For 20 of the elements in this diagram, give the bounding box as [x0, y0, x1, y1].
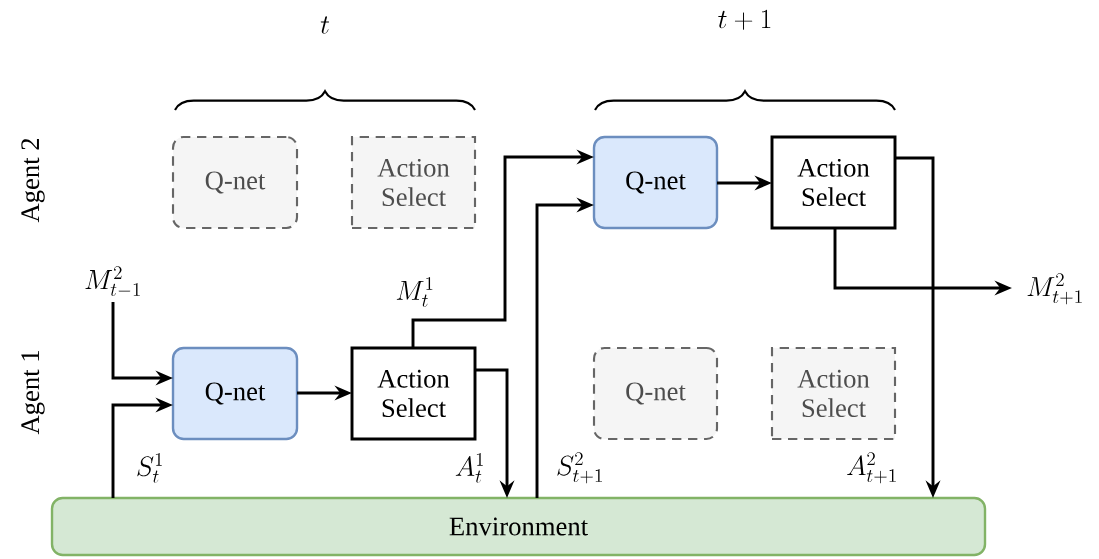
process-box: Q-net [592, 135, 719, 230]
process-box: Q-net [171, 346, 299, 441]
environment-box: Environment [50, 496, 987, 557]
edge-label: $A_t^1$ [453, 452, 487, 484]
edge-label: $A_{t+1}^2$ [844, 451, 900, 485]
agent-label: Agent 2 [21, 138, 45, 223]
edge-label: $S_t^1$ [134, 452, 166, 484]
process-box: Action Select [350, 135, 477, 230]
edge-label: $S_{t+1}^2$ [554, 451, 606, 485]
process-box: Action Select [770, 135, 897, 230]
process-box: Q-net [171, 135, 299, 230]
edge-label: $M_t^1$ [394, 276, 436, 308]
time-label: $t+1$ [718, 9, 771, 30]
agent-label: Agent 1 [21, 351, 45, 435]
process-box: Q-net [592, 346, 719, 441]
time-label: $t$ [320, 16, 330, 34]
message-label: $M_{t-1}^2$ [85, 266, 140, 296]
process-box: Action Select [350, 346, 477, 441]
process-box: Action Select [770, 346, 897, 441]
message-label: $M_{t+1}^2$ [1027, 273, 1082, 305]
